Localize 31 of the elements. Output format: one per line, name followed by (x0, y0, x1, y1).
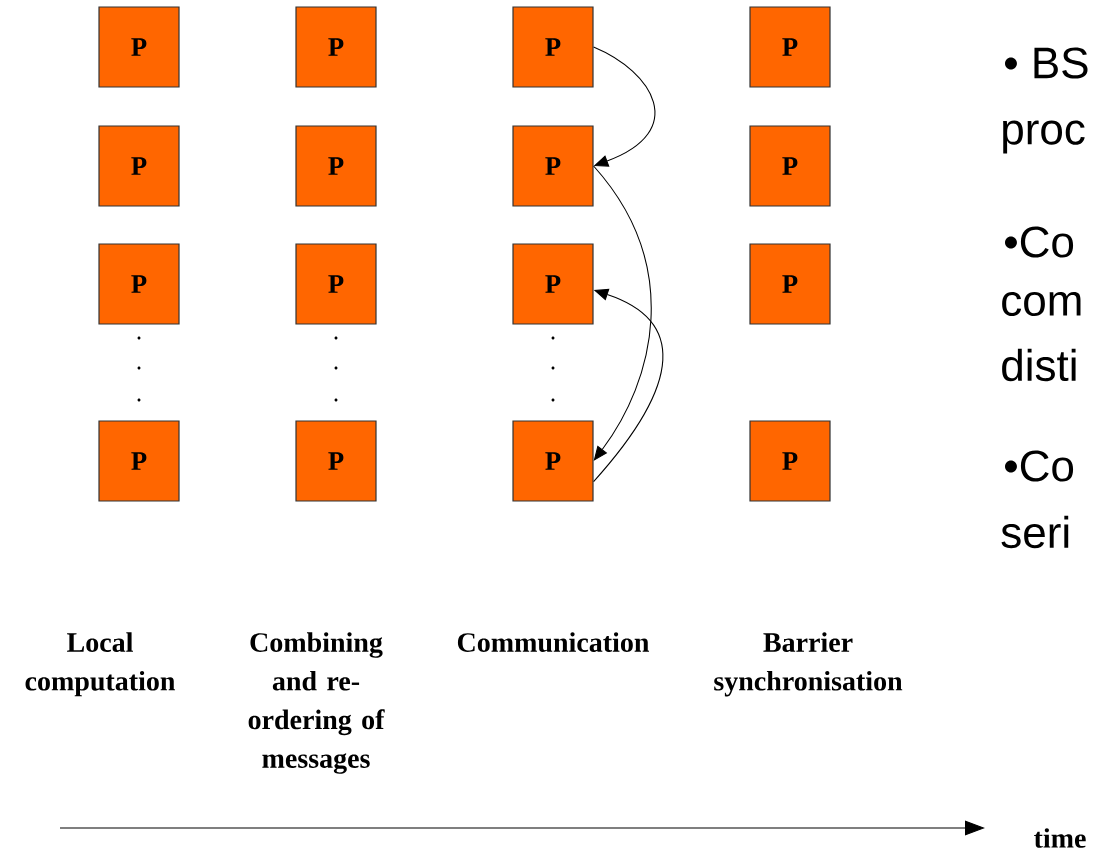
bullet-text: disti (1002, 348, 1076, 382)
process-box: P (512, 420, 594, 502)
process-box: P (98, 243, 180, 325)
process-box: P (295, 243, 377, 325)
phase-label: Local computation (25, 632, 175, 697)
process-box: P (98, 125, 180, 207)
process-box: P (749, 243, 831, 325)
bullet-text: • BS (1005, 47, 1088, 79)
process-box: P (749, 125, 831, 207)
process-box: P (295, 420, 377, 502)
axis-label: time (1034, 828, 1086, 848)
arrow (593, 165, 652, 461)
process-box: P (749, 420, 831, 502)
bullet-text: •Co (1005, 226, 1074, 258)
phase-label: Barrier synchronisation (714, 632, 903, 697)
phase-label: Combining and re-ordering of messages (248, 632, 385, 774)
phase-label: Communication (457, 632, 649, 652)
process-box: P (98, 6, 180, 88)
arrow (593, 46, 656, 167)
bullet-text: seri (1001, 515, 1069, 549)
bullet-text: •Co (1005, 450, 1074, 482)
process-box: P (295, 125, 377, 207)
process-box: P (512, 6, 594, 88)
process-box: P (512, 125, 594, 207)
process-box: P (512, 243, 594, 325)
bullet-text: proc (1003, 120, 1085, 154)
process-box: P (98, 420, 180, 502)
process-box: P (295, 6, 377, 88)
arrow (593, 288, 664, 483)
bullet-text: com (1002, 291, 1081, 317)
process-box: P (749, 6, 831, 88)
